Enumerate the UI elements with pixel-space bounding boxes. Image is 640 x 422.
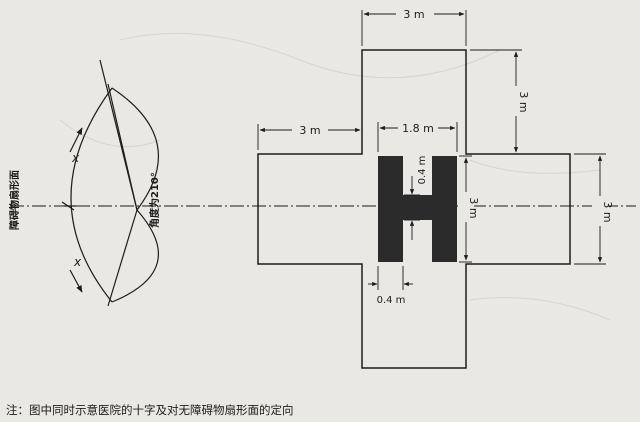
- background-texture: [59, 32, 611, 321]
- dim-right-upper-height: 3 m: [517, 91, 530, 112]
- direction-line-upper: [99, 59, 138, 211]
- dim-h-stroke: 0.4 m: [377, 295, 406, 306]
- sector-diagram: [61, 59, 160, 307]
- dim-left-width: 3 m: [299, 124, 320, 137]
- angle-label: 角度为210°: [148, 172, 161, 228]
- dim-right-width: 3 m: [601, 201, 614, 222]
- arc-label-x-bottom: x: [73, 255, 82, 269]
- arc-label-x-top: x: [71, 151, 80, 165]
- sector-label: 障碍物扇形面: [8, 170, 21, 230]
- dim-top-width: 3 m: [403, 8, 424, 21]
- cross-outline: [257, 49, 571, 369]
- dim-h-bar: 0.4 m: [417, 156, 428, 185]
- radius-lower: [107, 209, 138, 307]
- dim-h-width: 1.8 m: [402, 122, 434, 135]
- outer-arc: [70, 87, 113, 303]
- h-letter: [378, 156, 457, 262]
- dim-h-height: 3 m: [467, 197, 480, 218]
- figure-caption: 注：图中同时示意医院的十字及对无障碍物扇形面的定向: [6, 403, 294, 417]
